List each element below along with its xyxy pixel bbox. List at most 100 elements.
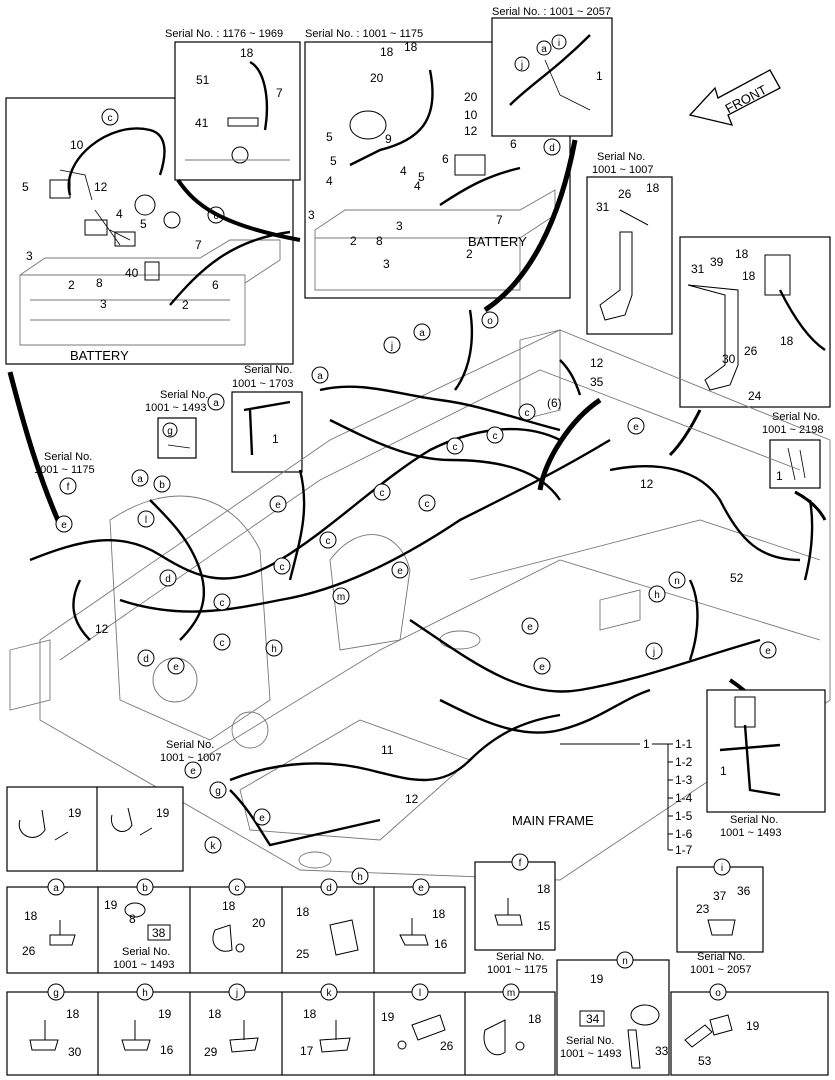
svg-text:a: a xyxy=(137,474,143,485)
svg-text:37: 37 xyxy=(713,889,727,903)
serial-1001-1175-left: Serial No. 1001 ~ 1175 f xyxy=(34,451,95,495)
svg-text:n: n xyxy=(674,576,680,587)
svg-text:5: 5 xyxy=(22,180,29,194)
svg-text:l: l xyxy=(419,988,421,999)
svg-text:c: c xyxy=(280,562,285,573)
svg-text:1001 ~ 1007: 1001 ~ 1007 xyxy=(592,164,653,176)
svg-text:1-6: 1-6 xyxy=(675,827,693,841)
svg-text:9: 9 xyxy=(385,132,392,146)
svg-text:6: 6 xyxy=(442,152,449,166)
svg-text:i: i xyxy=(558,38,560,49)
svg-text:j: j xyxy=(390,341,393,352)
svg-text:1001 ~ 2198: 1001 ~ 2198 xyxy=(762,424,823,436)
svg-text:Serial No.: Serial No. xyxy=(566,1035,614,1047)
svg-text:j: j xyxy=(520,60,523,71)
svg-text:2: 2 xyxy=(350,234,357,248)
svg-text:e: e xyxy=(527,622,533,633)
svg-text:36: 36 xyxy=(737,884,751,898)
svg-text:m: m xyxy=(507,988,515,999)
svg-text:c: c xyxy=(425,499,430,510)
part-tree: 1 1-1 1-2 1-3 1-4 1-5 1-6 1-7 xyxy=(560,737,693,857)
svg-text:10: 10 xyxy=(70,138,84,152)
main-frame-drawing xyxy=(9,329,831,881)
svg-text:1001 ~ 1493: 1001 ~ 1493 xyxy=(145,402,206,414)
svg-text:31: 31 xyxy=(596,200,610,214)
detail-f: f 18 15 Serial No. 1001 ~ 1175 xyxy=(474,853,556,976)
svg-text:1-3: 1-3 xyxy=(675,773,693,787)
svg-text:Serial No.: Serial No. xyxy=(697,951,745,963)
svg-text:e: e xyxy=(61,520,67,531)
svg-text:d: d xyxy=(549,143,555,154)
svg-text:30: 30 xyxy=(722,352,736,366)
svg-text:29: 29 xyxy=(204,1045,218,1059)
serial-1001-1007-right-box: Serial No. 1001 ~ 1007 26 18 31 xyxy=(586,151,673,335)
svg-text:1001 ~ 1007: 1001 ~ 1007 xyxy=(160,752,221,764)
svg-text:20: 20 xyxy=(370,71,384,85)
svg-text:o: o xyxy=(715,988,721,999)
svg-text:j: j xyxy=(652,647,655,658)
svg-text:18: 18 xyxy=(24,909,38,923)
svg-text:g: g xyxy=(167,426,173,437)
svg-text:1001 ~ 1493: 1001 ~ 1493 xyxy=(113,959,174,971)
svg-text:Serial No. : 1001 ~ 1175: Serial No. : 1001 ~ 1175 xyxy=(305,28,423,40)
svg-text:a: a xyxy=(213,398,219,409)
svg-text:12: 12 xyxy=(590,356,604,370)
svg-text:1-4: 1-4 xyxy=(675,791,693,805)
svg-text:1001 ~ 1493: 1001 ~ 1493 xyxy=(560,1048,621,1060)
svg-text:1-2: 1-2 xyxy=(675,755,693,769)
right-detail-box: 31 39 18 18 26 18 30 24 xyxy=(679,236,831,408)
serial-1001-1493-small-box: Serial No. 1001 ~ 1493 g xyxy=(145,389,208,459)
svg-text:20: 20 xyxy=(252,916,266,930)
svg-text:19: 19 xyxy=(156,806,170,820)
front-arrow: FRONT xyxy=(688,69,781,126)
svg-text:d: d xyxy=(326,883,332,894)
svg-text:Serial No.: Serial No. xyxy=(597,151,645,163)
svg-text:52: 52 xyxy=(730,571,744,585)
svg-text:30: 30 xyxy=(68,1045,82,1059)
svg-text:c: c xyxy=(108,113,113,124)
svg-text:7: 7 xyxy=(276,86,283,100)
svg-text:e: e xyxy=(190,766,196,777)
svg-text:1: 1 xyxy=(776,469,783,483)
detail-i: i 37 36 23 Serial No. 1001 ~ 2057 xyxy=(676,858,764,976)
svg-text:8: 8 xyxy=(129,912,136,926)
svg-text:e: e xyxy=(765,646,771,657)
svg-text:Serial No.: Serial No. xyxy=(772,411,820,423)
svg-text:a: a xyxy=(541,44,547,55)
detail-n: n 19 34 33 Serial No. 1001 ~ 1493 xyxy=(556,951,670,1076)
svg-text:19: 19 xyxy=(381,1010,395,1024)
wiring-harness xyxy=(29,309,814,847)
svg-text:i: i xyxy=(721,863,723,874)
svg-text:12: 12 xyxy=(405,792,419,806)
svg-text:16: 16 xyxy=(434,937,448,951)
callout-curves xyxy=(7,139,827,707)
svg-text:e: e xyxy=(633,422,639,433)
svg-text:e: e xyxy=(418,883,424,894)
svg-text:17: 17 xyxy=(300,1044,314,1058)
svg-text:4: 4 xyxy=(400,164,407,178)
svg-text:33: 33 xyxy=(655,1044,669,1058)
svg-text:18: 18 xyxy=(780,334,794,348)
svg-text:34: 34 xyxy=(586,1012,600,1026)
svg-text:18: 18 xyxy=(240,46,254,60)
svg-text:41: 41 xyxy=(195,116,209,130)
svg-text:1: 1 xyxy=(272,432,279,446)
svg-text:Serial No. : 1176 ~ 1969: Serial No. : 1176 ~ 1969 xyxy=(165,28,283,40)
svg-text:18: 18 xyxy=(432,907,446,921)
svg-text:24: 24 xyxy=(748,389,762,403)
svg-text:Serial No.: Serial No. xyxy=(122,946,170,958)
svg-text:b: b xyxy=(159,480,165,491)
svg-text:g: g xyxy=(53,988,59,999)
svg-text:BATTERY: BATTERY xyxy=(468,234,527,249)
main-callouts: a j o a a c c c c c e a b e c l e d c e … xyxy=(55,311,777,885)
svg-text:18: 18 xyxy=(303,1007,317,1021)
svg-text:4: 4 xyxy=(414,179,421,193)
svg-text:18: 18 xyxy=(222,899,236,913)
svg-text:5: 5 xyxy=(140,217,147,231)
svg-text:b: b xyxy=(142,883,148,894)
svg-text:12: 12 xyxy=(95,622,109,636)
svg-text:1: 1 xyxy=(596,69,603,83)
svg-text:h: h xyxy=(271,644,277,655)
svg-text:26: 26 xyxy=(22,944,36,958)
svg-text:c: c xyxy=(214,211,219,222)
